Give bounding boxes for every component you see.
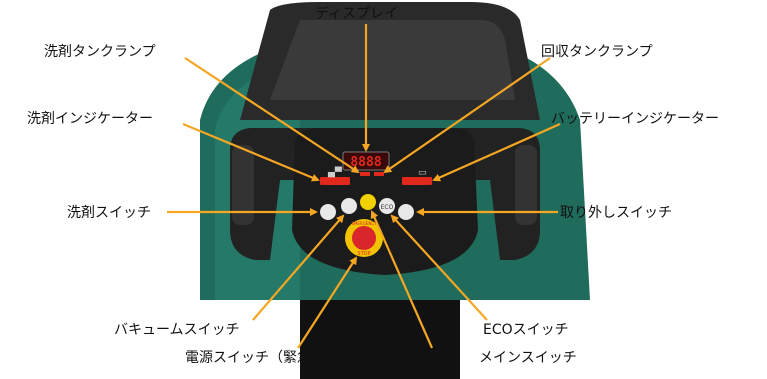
detergent-icon: ▄▀ bbox=[327, 166, 343, 178]
display-digits: 8888 bbox=[350, 155, 381, 170]
battery-indicator-led bbox=[402, 177, 432, 185]
emergency-text: EMERGENCY bbox=[351, 221, 377, 226]
eco-switch-label: ECO bbox=[381, 204, 394, 211]
label-detergent-tank-lamp: 洗剤タンクランプ bbox=[44, 44, 156, 60]
detergent-switch[interactable] bbox=[320, 204, 336, 220]
right-grip bbox=[515, 145, 537, 225]
label-detergent-switch: 洗剤スイッチ bbox=[67, 205, 151, 221]
label-recovery-tank-lamp: 回収タンクランプ bbox=[541, 44, 653, 60]
detergent-tank-lamp-led bbox=[360, 172, 370, 176]
main-switch[interactable] bbox=[360, 194, 376, 210]
emergency-stop-button[interactable] bbox=[352, 226, 376, 250]
label-power-switch: 電源スイッチ（緊急停止） bbox=[185, 350, 353, 366]
left-grip bbox=[232, 145, 254, 225]
label-display: ディスプレイ bbox=[315, 6, 399, 22]
label-eco-switch: ECOスイッチ bbox=[483, 322, 569, 338]
label-battery-indicator: バッテリーインジケーター bbox=[551, 111, 719, 127]
label-detergent-indicator: 洗剤インジケーター bbox=[27, 111, 153, 127]
battery-icon: ▭ bbox=[418, 168, 427, 178]
top-cover-panel bbox=[270, 20, 515, 100]
vacuum-switch[interactable] bbox=[341, 198, 357, 214]
label-main-switch: メインスイッチ bbox=[479, 350, 577, 366]
stop-text: STOP bbox=[357, 251, 370, 257]
recovery-tank-lamp-led bbox=[374, 172, 384, 176]
eco-switch[interactable] bbox=[379, 198, 395, 214]
label-detach-switch: 取り外しスイッチ bbox=[560, 205, 672, 221]
label-vacuum-switch: バキュームスイッチ bbox=[114, 322, 240, 338]
detergent-indicator-led bbox=[320, 177, 350, 185]
detach-switch[interactable] bbox=[398, 204, 414, 220]
